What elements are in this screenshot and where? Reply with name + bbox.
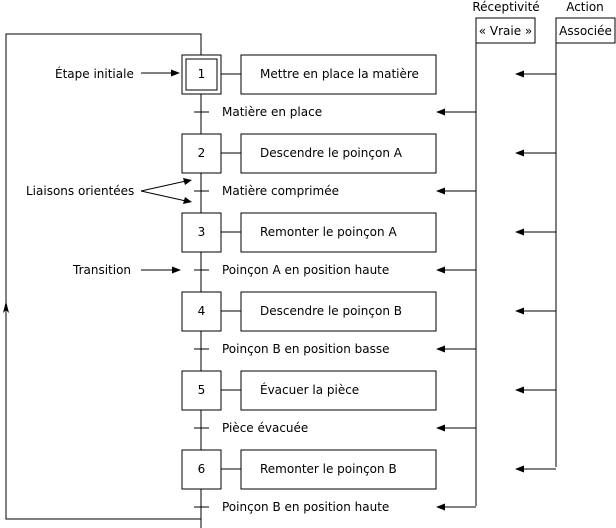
action-label: Descendre le poinçon A bbox=[260, 146, 403, 160]
transition-label: Poinçon B en position haute bbox=[222, 500, 389, 514]
step-box bbox=[181, 449, 222, 490]
receptivite-input-arrowhead bbox=[436, 187, 445, 195]
annotation-liaisons-arrow-down bbox=[140, 190, 187, 202]
action-input-arrowhead bbox=[515, 386, 524, 394]
annotation-liaisons-arrowhead-up bbox=[183, 178, 192, 185]
annotation-etape-initiale-arrowhead bbox=[171, 69, 180, 77]
receptivite-header-value: « Vraie » bbox=[479, 24, 533, 38]
action-box bbox=[240, 291, 437, 332]
receptivite-input-arrowhead bbox=[436, 503, 445, 511]
action-label: Évacuer la pièce bbox=[260, 382, 359, 397]
step-number: 5 bbox=[198, 383, 206, 397]
receptivite-header-label: Réceptivité bbox=[472, 0, 539, 14]
action-input-arrowhead bbox=[515, 149, 524, 157]
action-input-arrowhead bbox=[515, 465, 524, 473]
action-label: Mettre en place la matière bbox=[260, 67, 419, 81]
annotation-transition-arrowhead bbox=[172, 266, 181, 274]
action-header-value: Associée bbox=[559, 24, 612, 38]
action-label: Descendre le poinçon B bbox=[260, 304, 402, 318]
step-box-inner bbox=[185, 58, 218, 91]
receptivite-input-arrowhead bbox=[436, 266, 445, 274]
transition-label: Matière comprimée bbox=[222, 184, 339, 198]
step-number: 6 bbox=[198, 462, 206, 476]
transition-label: Poinçon A en position haute bbox=[222, 263, 389, 277]
step-box bbox=[181, 133, 222, 174]
action-box bbox=[240, 212, 437, 253]
transition-label: Matière en place bbox=[222, 105, 322, 119]
step-number: 1 bbox=[198, 67, 206, 81]
action-box bbox=[240, 370, 437, 411]
annotation-liaisons-arrowhead-down bbox=[183, 197, 192, 204]
receptivite-header-box bbox=[475, 17, 536, 44]
loop-back-arrowhead bbox=[3, 301, 9, 313]
receptivite-input-arrowhead bbox=[436, 108, 445, 116]
annotation-liaisons-arrow-up bbox=[140, 180, 187, 192]
action-box bbox=[240, 133, 437, 174]
annotation-liaisons-orientees: Liaisons orientées bbox=[26, 184, 134, 198]
action-box bbox=[240, 54, 437, 95]
step-number: 2 bbox=[198, 146, 206, 160]
step-number: 4 bbox=[198, 304, 206, 318]
action-header-label: Action bbox=[566, 0, 604, 14]
annotation-transition: Transition bbox=[72, 263, 131, 277]
action-input-arrowhead bbox=[515, 228, 524, 236]
action-label: Remonter le poinçon B bbox=[260, 462, 397, 476]
action-input-arrowhead bbox=[515, 307, 524, 315]
step-number: 3 bbox=[198, 225, 206, 239]
transition-label: Pièce évacuée bbox=[222, 421, 308, 435]
step-box bbox=[181, 291, 222, 332]
receptivite-input-arrowhead bbox=[436, 345, 445, 353]
action-label: Remonter le poinçon A bbox=[260, 225, 397, 239]
action-box bbox=[240, 449, 437, 490]
action-input-arrowhead bbox=[515, 70, 524, 78]
annotation-etape-initiale: Étape initiale bbox=[55, 66, 134, 81]
receptivite-input-arrowhead bbox=[436, 424, 445, 432]
transition-label: Poinçon B en position basse bbox=[222, 342, 390, 356]
action-header-box bbox=[555, 17, 616, 44]
